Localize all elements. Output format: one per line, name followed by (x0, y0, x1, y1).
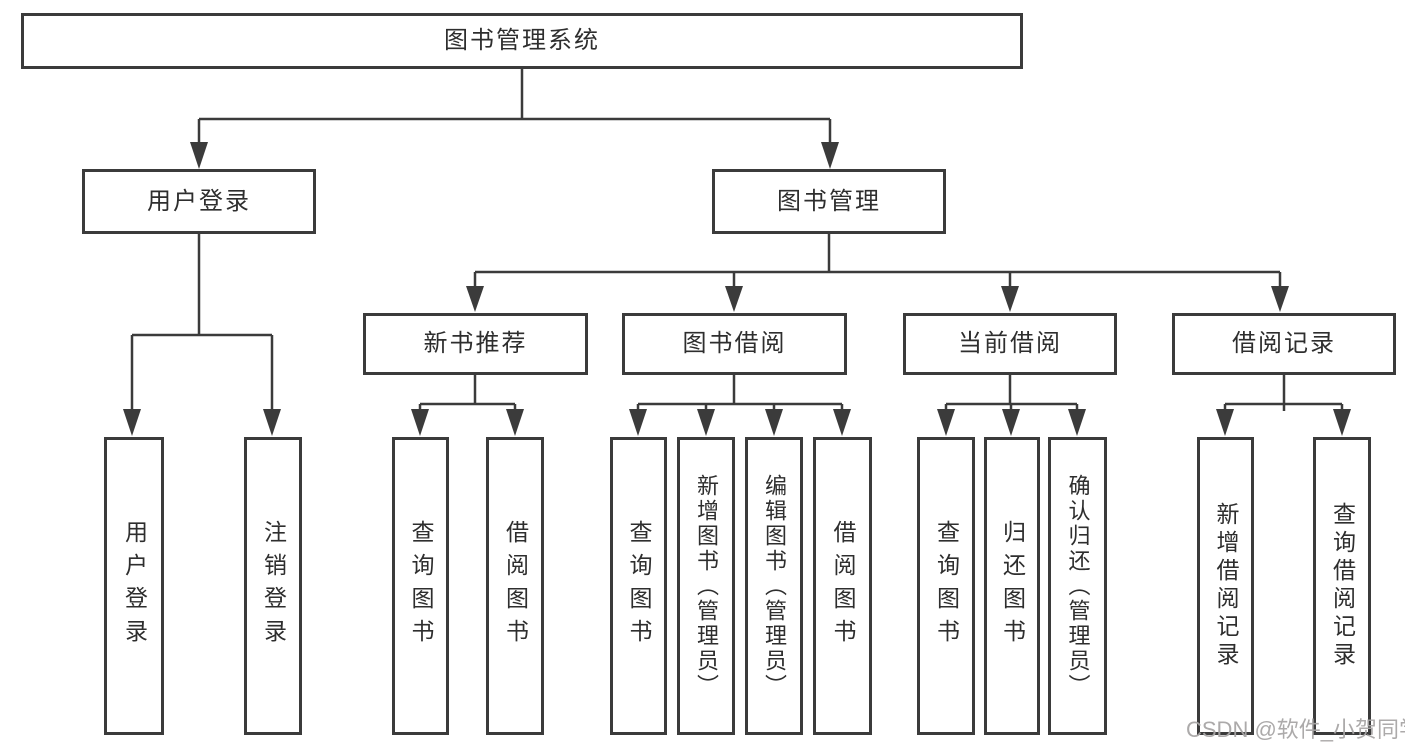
leaf-label: 注销登录 (260, 520, 287, 652)
leaf-confirm-return-admin: 确认归还（管理员） (1048, 437, 1107, 735)
leaf-add-book-admin: 新增图书（管理员） (677, 437, 735, 735)
leaf-borrow-books-recommend: 借阅图书 (486, 437, 544, 735)
leaf-label: 查询图书 (408, 520, 434, 652)
node-label: 用户登录 (147, 187, 251, 215)
leaf-label: 查询图书 (933, 520, 960, 652)
leaf-logout: 注销登录 (244, 437, 302, 735)
leaf-query-books-recommend: 查询图书 (392, 437, 449, 735)
node-root-library-system: 图书管理系统 (21, 13, 1023, 69)
node-label: 图书管理 (777, 187, 881, 215)
node-user-login: 用户登录 (82, 169, 316, 234)
node-label: 借阅记录 (1232, 330, 1336, 357)
leaf-label: 归还图书 (999, 520, 1026, 652)
leaf-edit-book-admin: 编辑图书（管理员） (745, 437, 803, 735)
node-label: 新书推荐 (423, 330, 528, 357)
csdn-watermark: CSDN @软件_小贺同学 (1186, 717, 1405, 742)
leaf-label: 借阅图书 (830, 520, 856, 652)
leaf-borrow-books: 借阅图书 (813, 437, 872, 735)
leaf-label: 查询图书 (626, 520, 652, 652)
leaf-add-borrow-record: 新增借阅记录 (1197, 437, 1254, 735)
leaf-label: 查询借阅记录 (1329, 502, 1356, 670)
leaf-return-book: 归还图书 (984, 437, 1040, 735)
leaf-label: 用户登录 (121, 520, 148, 652)
leaf-label: 编辑图书（管理员） (762, 473, 787, 699)
leaf-label: 新增借阅记录 (1213, 502, 1239, 670)
node-label: 图书借阅 (682, 330, 787, 357)
node-current-borrowing: 当前借阅 (903, 313, 1117, 375)
leaf-query-borrow-record: 查询借阅记录 (1313, 437, 1371, 735)
node-book-borrowing: 图书借阅 (622, 313, 847, 375)
leaf-label: 确认归还（管理员） (1065, 473, 1091, 699)
leaf-query-books-current: 查询图书 (917, 437, 975, 735)
leaf-query-books-borrowing: 查询图书 (610, 437, 667, 735)
leaf-user-login: 用户登录 (104, 437, 164, 735)
node-label: 图书管理系统 (444, 27, 600, 54)
node-book-management: 图书管理 (712, 169, 946, 234)
leaf-label: 借阅图书 (502, 520, 529, 652)
arrowheads (123, 142, 1351, 436)
node-new-book-recommend: 新书推荐 (363, 313, 588, 375)
node-label: 当前借阅 (958, 330, 1062, 357)
leaf-label: 新增图书（管理员） (694, 473, 719, 699)
node-borrowing-records: 借阅记录 (1172, 313, 1396, 375)
